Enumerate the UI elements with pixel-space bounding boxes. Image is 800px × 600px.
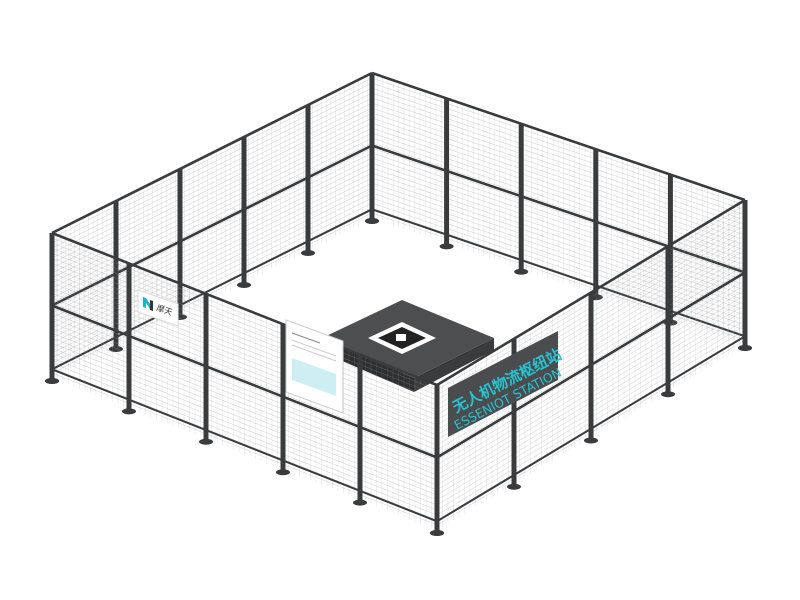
fence-rail [51,231,438,387]
logo-text: 摩天 [155,302,173,317]
logo-plate-bg [137,289,179,327]
fence-post-foot [738,345,752,351]
platform-side [414,338,494,392]
fence-right-front [430,198,752,536]
landing-platform [322,300,494,392]
fence-post-foot [430,530,444,536]
fence-rail [51,208,373,371]
fence-post-foot [353,499,367,506]
info-poster [285,319,344,414]
info-poster-line [291,339,337,357]
logo-mark-icon [143,297,153,311]
fence-post-foot [514,268,529,275]
fence-post-foot [439,243,454,250]
fence-post-foot [584,437,598,444]
fence-post-foot [507,483,521,490]
info-poster-map [292,358,336,396]
logo-mark-bar [150,300,153,311]
fence-rail [51,144,373,307]
fence-rail [51,71,373,235]
logo-mark-bar [143,297,146,308]
logo-mark-diagonal [146,298,150,309]
info-poster-line [291,344,337,362]
logo-plate: 摩天 [137,289,179,327]
fence-post-foot [109,346,123,352]
apriltag-marker-dot [396,334,406,341]
fence-post-foot [301,250,315,256]
fence-post-foot [365,218,379,224]
back-fences [45,71,752,384]
fence-post-foot [237,282,251,288]
fence-rail [371,144,746,274]
fence-rail [371,71,746,202]
platform-side [322,338,414,392]
station-sign-board [448,331,558,437]
front-fences [45,198,752,536]
fence-post-foot [276,469,290,476]
fence-post-foot [122,408,136,415]
fence-post-foot [661,391,675,398]
fence-right-back [365,71,752,351]
fence-rail [371,208,746,338]
fence-post-foot [199,438,213,445]
fence-rail [51,304,438,459]
fence-post-foot [45,378,59,384]
info-poster-heading [291,332,321,344]
fence-rail [51,368,438,523]
